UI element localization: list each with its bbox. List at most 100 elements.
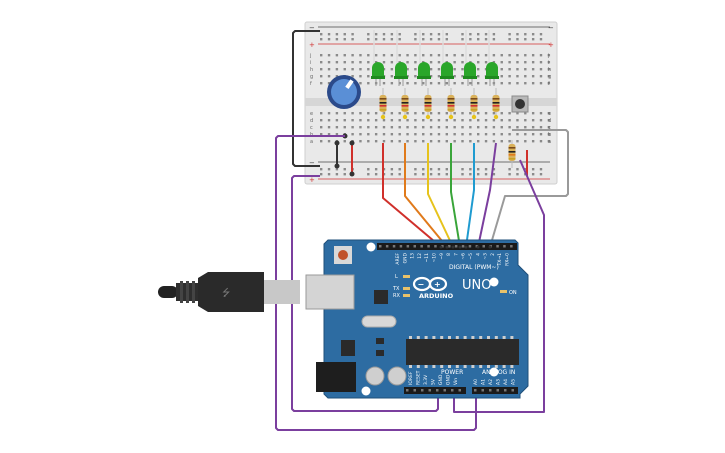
rail-minus-symbol-top: − xyxy=(309,24,315,32)
wire-led5-pin xyxy=(465,143,475,248)
row-letter: j xyxy=(547,53,549,59)
wire-purple-power xyxy=(291,175,439,412)
pin-label: A0 xyxy=(473,379,479,385)
usb-chip xyxy=(374,290,388,304)
digital-header-label: DIGITAL (PWM~) xyxy=(449,264,499,271)
usb-jack xyxy=(305,274,355,310)
potentiometer[interactable] xyxy=(327,75,361,109)
row-letter: g xyxy=(548,74,551,80)
power-jack xyxy=(316,362,356,392)
pin-label: A4 xyxy=(503,379,509,385)
svg-text:−: − xyxy=(418,280,425,289)
led-label-rx: RX xyxy=(393,293,400,299)
green-led[interactable] xyxy=(463,62,477,86)
atmega-chip xyxy=(406,339,519,365)
wire-purple-right xyxy=(453,159,545,413)
wire-ground-rail-link xyxy=(292,30,320,167)
usb-plug-metal xyxy=(264,280,300,304)
pin-label: ~5 xyxy=(468,253,474,260)
brand-label: ARDUINO xyxy=(419,292,454,300)
green-led[interactable] xyxy=(371,62,385,86)
mounting-hole xyxy=(489,277,499,287)
mounting-hole xyxy=(366,242,376,252)
wire-led4-pin xyxy=(450,143,461,248)
green-led[interactable] xyxy=(417,62,431,86)
wire-led1-pin xyxy=(382,143,442,248)
row-letter: i xyxy=(310,60,311,66)
rail-plus-symbol-top: + xyxy=(309,41,315,49)
green-led[interactable] xyxy=(485,62,499,86)
capacitor xyxy=(365,366,385,386)
capacitor xyxy=(387,366,407,386)
row-letter: h xyxy=(548,67,551,73)
pushbutton-cap[interactable] xyxy=(515,99,525,109)
row-letter: a xyxy=(548,139,551,145)
pin-label: 8 xyxy=(446,253,452,256)
rail-plus-symbol-bottom: + xyxy=(309,176,315,184)
usb-cable-end xyxy=(158,286,178,298)
resistor xyxy=(447,88,455,120)
wire-ends xyxy=(439,245,492,249)
pin-label: 12 xyxy=(417,253,423,259)
mounting-hole xyxy=(489,367,499,377)
row-letter: a xyxy=(310,139,313,145)
breadboard-jumpers xyxy=(334,133,528,177)
pin-label: A5 xyxy=(511,379,517,385)
pin-label: TX→1 xyxy=(497,253,503,267)
potentiometer-knob[interactable] xyxy=(331,79,357,105)
led-ground-wires xyxy=(373,30,490,66)
green-led[interactable] xyxy=(394,62,408,86)
row-letter: b xyxy=(548,132,551,138)
row-letter: j xyxy=(309,53,311,59)
row-letter: c xyxy=(310,125,313,131)
atmega-chip-pins xyxy=(409,336,514,368)
pin-label: 13 xyxy=(410,253,416,259)
pin-label: RX←0 xyxy=(505,253,511,266)
potentiometer-indicator xyxy=(345,79,354,90)
pin-label: 7 xyxy=(453,253,459,256)
analog-header-label: ANALOG IN xyxy=(482,369,515,376)
usb-symbol-icon: ⭍ xyxy=(222,287,230,299)
pin-label: 2 xyxy=(490,253,496,256)
row-letter: f xyxy=(310,81,312,87)
resistor xyxy=(508,140,516,168)
wire-button-signal xyxy=(489,129,569,248)
power-header xyxy=(404,387,466,394)
analog-header xyxy=(472,387,518,394)
led-group xyxy=(371,62,499,86)
header-pins xyxy=(379,245,514,392)
pin-label: 3.3V xyxy=(423,374,429,385)
pin-label: RESET xyxy=(416,370,422,385)
pin-label: A2 xyxy=(488,379,494,385)
led-label-tx: TX xyxy=(392,286,400,292)
green-led[interactable] xyxy=(440,62,454,86)
pin-label: ~9 xyxy=(439,253,445,260)
pushbutton[interactable] xyxy=(511,95,529,113)
pin-label: IOREF xyxy=(408,371,414,385)
pin-label: 4 xyxy=(475,253,481,256)
pin-label: GND xyxy=(402,252,408,263)
reset-button[interactable] xyxy=(338,250,348,260)
resistor xyxy=(492,88,500,120)
pin-label: 5V xyxy=(431,378,437,385)
pin-label: GND xyxy=(438,374,444,385)
arduino-logo: − + xyxy=(412,276,448,292)
pin-label: AREF xyxy=(395,253,401,265)
status-leds: L TX RX ON xyxy=(392,274,517,299)
row-letter: f xyxy=(548,81,550,87)
rail-plus-symbol-top-right: + xyxy=(548,41,554,49)
row-letter: d xyxy=(548,118,551,124)
usb-plug-body xyxy=(198,272,264,312)
row-letter: c xyxy=(548,125,551,131)
wire-led2-pin xyxy=(404,143,448,248)
pin-label: A1 xyxy=(481,379,487,385)
resistor xyxy=(470,88,478,120)
row-letter: h xyxy=(310,67,313,73)
resistor xyxy=(424,88,432,120)
pin-label: ~10 xyxy=(432,253,438,263)
